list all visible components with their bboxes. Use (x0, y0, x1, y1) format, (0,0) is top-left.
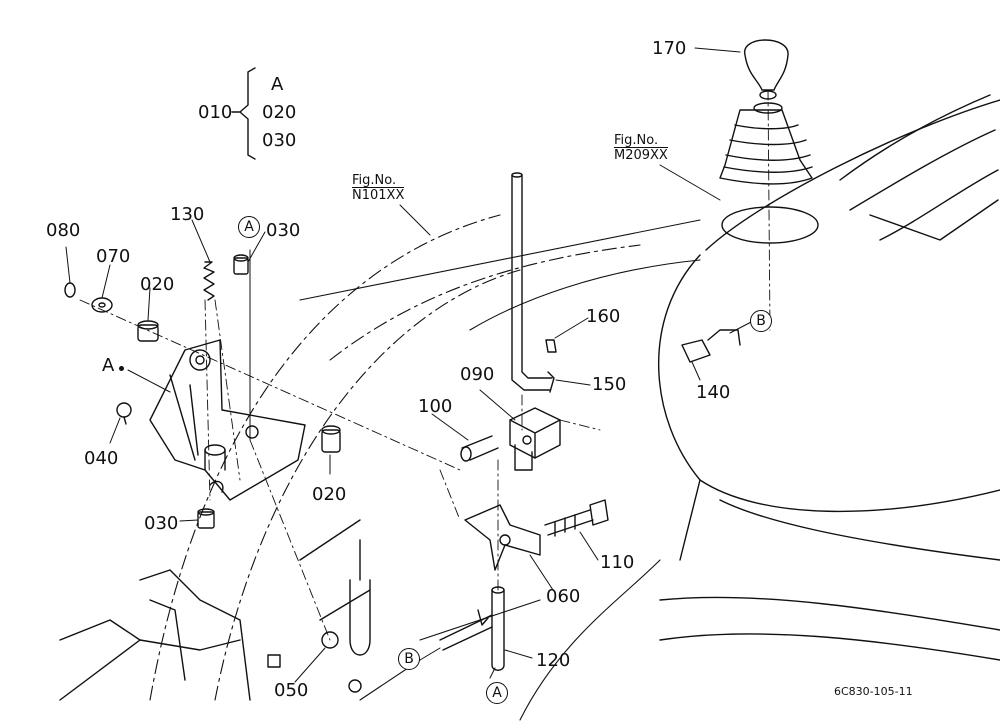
block-090 (460, 407, 561, 471)
callout-140: 140 (696, 382, 731, 403)
shift-knob-170 (744, 39, 789, 100)
cap-140 (681, 329, 741, 363)
frame-lines (299, 219, 701, 721)
rod-120 (439, 586, 505, 671)
callout-080: 080 (46, 220, 81, 241)
connector-b-right: B (750, 310, 772, 332)
callout-170: 170 (652, 38, 687, 59)
leader-lines (65, 47, 756, 683)
console-housing (657, 94, 1000, 661)
callout-020-right: 020 (312, 484, 347, 505)
point-a-marker (119, 366, 124, 371)
callout-060: 060 (546, 586, 581, 607)
fork-060 (464, 499, 609, 571)
fender-outline (149, 214, 641, 701)
callout-120: 120 (536, 650, 571, 671)
connector-a-top: A (238, 216, 260, 238)
callout-100: 100 (418, 396, 453, 417)
bushings (64, 254, 362, 693)
connector-a-bottom: A (486, 682, 508, 704)
shift-rod (511, 172, 557, 393)
assembly-child-020: 020 (262, 102, 297, 123)
lever-bracket (149, 339, 306, 501)
callout-020-left: 020 (140, 274, 175, 295)
assembly-child-a: A (271, 74, 284, 95)
shift-boot (719, 102, 813, 185)
callout-030-top: 030 (266, 220, 301, 241)
fig-ref-m209xx: Fig.No. M209XX (614, 133, 668, 163)
callout-110: 110 (600, 552, 635, 573)
callout-130: 130 (170, 204, 205, 225)
callout-a-point: A (102, 355, 115, 376)
callout-040: 040 (84, 448, 119, 469)
spring-130 (203, 261, 215, 301)
lower-mount (59, 519, 371, 701)
callout-070: 070 (96, 246, 131, 267)
assembly-child-030: 030 (262, 130, 297, 151)
connector-b-left: B (398, 648, 420, 670)
axis-lines (79, 89, 771, 641)
callout-160: 160 (586, 306, 621, 327)
callout-050: 050 (274, 680, 309, 701)
callout-090: 090 (460, 364, 495, 385)
assembly-label: 010 (198, 102, 233, 123)
fig-ref-n101xx: Fig.No. N101XX (352, 173, 405, 203)
assembly-brace (231, 67, 256, 160)
drawing-code: 6C830-105-11 (834, 685, 913, 698)
callout-030-bottom: 030 (144, 513, 179, 534)
callout-150: 150 (592, 374, 627, 395)
